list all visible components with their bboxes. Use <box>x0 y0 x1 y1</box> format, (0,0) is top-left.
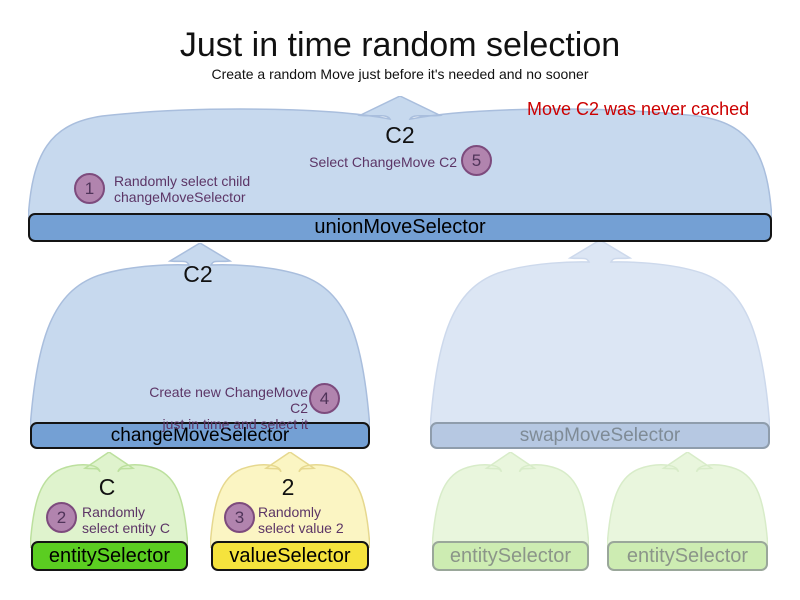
change-move-selector-label: changeMoveSelector <box>110 424 290 446</box>
step-3-line2: select value 2 <box>258 520 344 536</box>
step-2-badge: 2 <box>46 502 77 533</box>
swap-move-selector-label: swapMoveSelector <box>519 424 681 446</box>
swap-cache-funnel-shape-faded <box>430 240 770 429</box>
step-1-line2: changeMoveSelector <box>114 189 246 205</box>
page-title: Just in time random selection <box>179 26 621 64</box>
value-selector-label: valueSelector <box>229 544 351 567</box>
union-move-selector-bar: unionMoveSelector <box>28 213 772 242</box>
union-move-selector-label: unionMoveSelector <box>314 216 486 238</box>
step-2-line2: select entity C <box>82 520 170 536</box>
step-1-line1: Randomly select child <box>114 173 251 189</box>
change-move-selector-bar: changeMoveSelector <box>30 422 370 449</box>
page-subtitle: Create a random Move just before it's ne… <box>211 66 589 82</box>
union-cache-funnel-shape <box>28 96 772 221</box>
change-cached-move-label: C2 <box>183 261 213 287</box>
entity-selector-bar: entitySelector <box>31 541 188 571</box>
step-5-badge: 5 <box>461 145 492 176</box>
entity-selector-faded-left-label: entitySelector <box>449 544 572 567</box>
step-3-line1: Randomly <box>258 504 322 520</box>
step-1-annotation: Randomly select child changeMoveSelector <box>114 173 250 205</box>
step-4-badge: 4 <box>309 383 340 414</box>
step-4-line1: Create new ChangeMove C2 <box>149 384 308 416</box>
entity-cached-value-label: C <box>98 474 116 500</box>
value-cached-value-label: 2 <box>281 474 295 500</box>
entity-cache-funnel-faded-right <box>607 452 768 548</box>
step-3-annotation: Randomly select value 2 <box>258 504 344 536</box>
step-4-line2: just in time and select it <box>162 416 308 432</box>
union-cached-move-label: C2 <box>385 122 415 148</box>
entity-selector-faded-right-label: entitySelector <box>626 544 749 567</box>
step-3-badge: 3 <box>224 502 255 533</box>
step-2-annotation: Randomly select entity C <box>82 504 170 536</box>
value-selector-bar: valueSelector <box>211 541 369 571</box>
swap-move-selector-bar-faded: swapMoveSelector <box>430 422 770 449</box>
step-1-badge: 1 <box>74 173 105 204</box>
step-4-annotation: Create new ChangeMove C2 just in time an… <box>130 384 308 432</box>
step-2-line1: Randomly <box>82 504 146 520</box>
step-5-line1: Select ChangeMove C2 <box>309 154 457 170</box>
step-5-annotation: Select ChangeMove C2 <box>307 154 457 170</box>
change-cache-funnel-shape <box>30 243 370 429</box>
entity-selector-bar-faded-left: entitySelector <box>432 541 589 571</box>
never-cached-note: Move C2 was never cached <box>527 99 750 119</box>
entity-selector-label: entitySelector <box>48 544 171 567</box>
entity-cache-funnel-faded-left <box>432 452 589 548</box>
entity-selector-bar-faded-right: entitySelector <box>607 541 768 571</box>
